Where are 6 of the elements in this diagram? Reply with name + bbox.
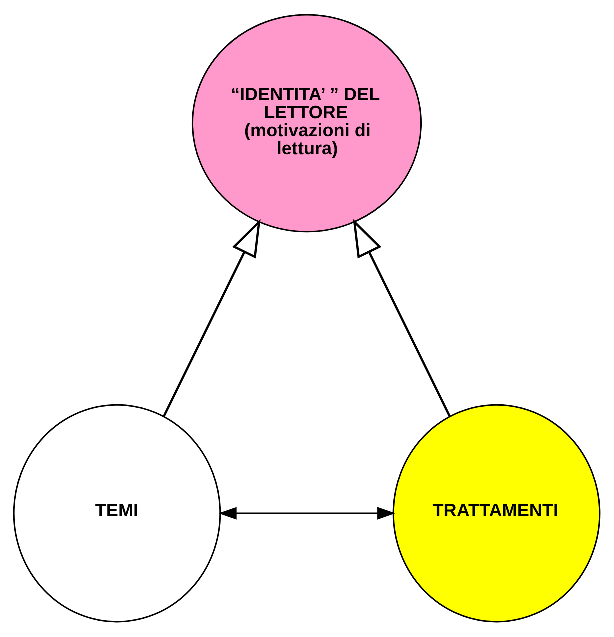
arrow	[163, 219, 261, 417]
arrow	[218, 507, 396, 520]
node-circle: TRATTAMENTI	[392, 404, 601, 623]
node-circle: TEMI	[13, 404, 222, 623]
node-circle: “IDENTITA’ ” DEL LETTORE (motivazioni di lettura)	[192, 14, 422, 233]
arrow	[353, 219, 451, 417]
